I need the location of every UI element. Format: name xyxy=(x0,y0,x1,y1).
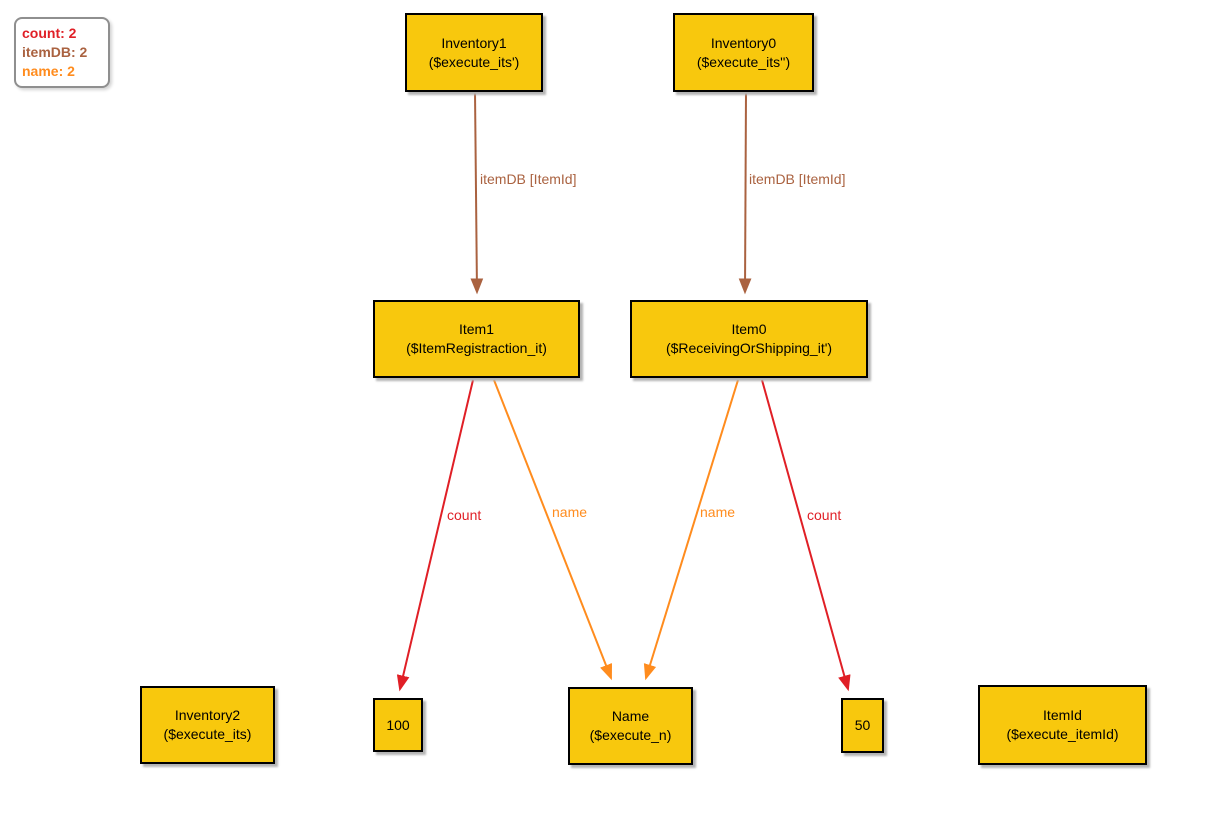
edge-name-item1-name xyxy=(493,379,612,681)
edge-itemdb-inventory1-item1 xyxy=(470,91,484,295)
edge-label-itemdb-left: itemDB [ItemId] xyxy=(480,171,577,187)
node-subtitle: ($execute_n) xyxy=(589,727,672,743)
node-title: Item0 xyxy=(731,321,767,337)
node-title: Item1 xyxy=(458,321,494,337)
legend-item-itemdb: itemDB: 2 xyxy=(22,44,88,60)
node-item0[interactable]: Item0 ($ReceivingOrShipping_it') xyxy=(630,300,868,378)
node-inventory2[interactable]: Inventory2 ($execute_its) xyxy=(140,686,275,764)
node-inventory0[interactable]: Inventory0 ($execute_its'') xyxy=(673,13,814,92)
node-item1[interactable]: Item1 ($ItemRegistraction_it) xyxy=(373,300,580,378)
node-title: ItemId xyxy=(1043,707,1082,723)
node-subtitle: ($execute_its) xyxy=(163,726,252,742)
edge-label-name-left: name xyxy=(552,504,588,520)
node-title: Name xyxy=(611,708,650,724)
edge-itemdb-inventory0-item0 xyxy=(738,91,752,295)
node-title: Inventory0 xyxy=(710,34,777,51)
node-subtitle: ($execute_its') xyxy=(428,53,520,70)
node-inventory1[interactable]: Inventory1 ($execute_its') xyxy=(405,13,543,92)
edge-label-count-right: count xyxy=(807,507,842,523)
node-title: 50 xyxy=(854,717,871,733)
node-subtitle: ($ItemRegistraction_it) xyxy=(406,340,547,356)
legend-item-name: name: 2 xyxy=(22,63,75,79)
node-subtitle: ($ReceivingOrShipping_it') xyxy=(665,340,833,356)
node-value-100[interactable]: 100 xyxy=(373,698,423,752)
node-value-50[interactable]: 50 xyxy=(841,698,884,753)
node-title: Inventory2 xyxy=(174,707,241,723)
edge-name-item0-name xyxy=(643,379,739,681)
edge-count-item0-50 xyxy=(761,379,851,692)
node-itemid[interactable]: ItemId ($execute_itemId) xyxy=(978,685,1147,765)
node-title: Inventory1 xyxy=(441,34,507,51)
edge-label-name-right: name xyxy=(700,504,736,520)
node-title: 100 xyxy=(386,716,410,733)
node-name[interactable]: Name ($execute_n) xyxy=(568,687,693,765)
node-subtitle: ($execute_its'') xyxy=(696,53,791,70)
legend-item-count: count: 2 xyxy=(22,25,77,41)
edge-label-count-left: count xyxy=(447,507,482,523)
legend: count: 2 itemDB: 2 name: 2 xyxy=(14,17,110,88)
edge-label-itemdb-right: itemDB [ItemId] xyxy=(749,171,846,187)
node-subtitle: ($execute_itemId) xyxy=(1006,726,1119,742)
edge-count-item1-100 xyxy=(396,379,474,692)
